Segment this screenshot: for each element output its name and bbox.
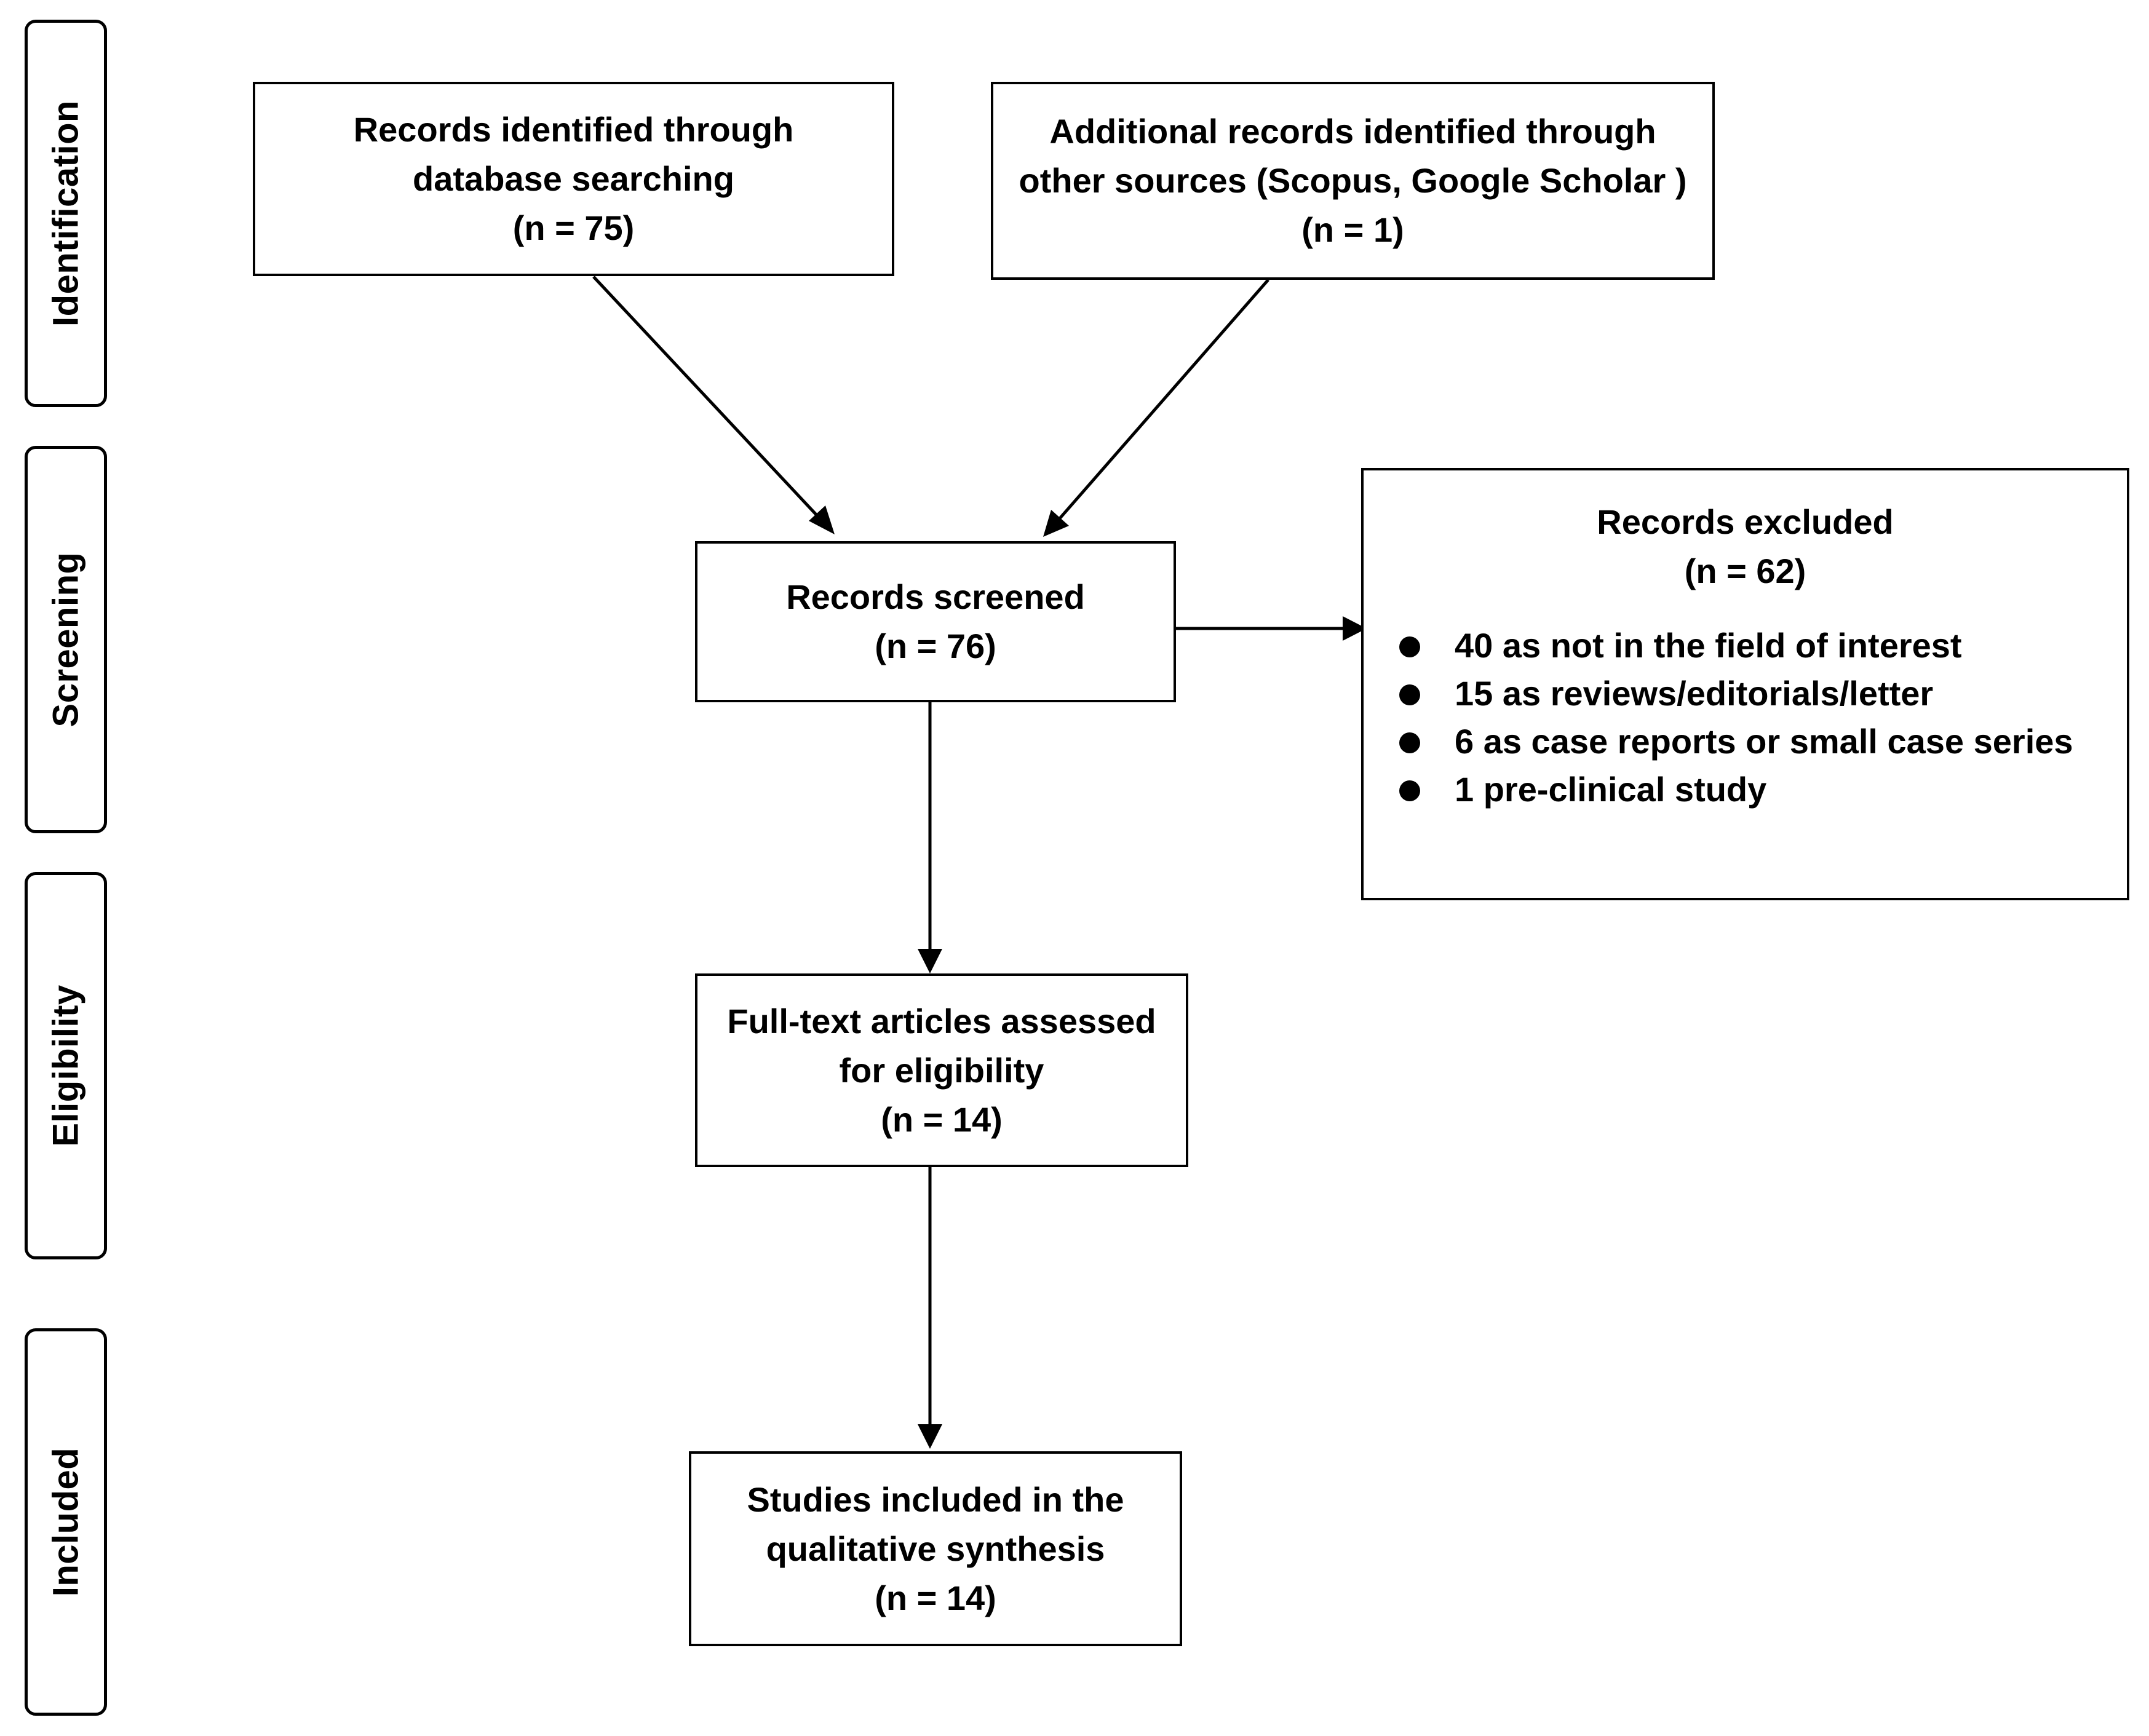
box-full-text-eligibility: Full-text articles assessed for eligibil… (695, 973, 1188, 1167)
eligibility-line1: Full-text articles assessed (727, 1001, 1156, 1040)
box-database-records: Records identified through database sear… (253, 82, 894, 276)
records-excluded-title: Records excluded (1597, 502, 1894, 541)
included-line2: qualitative synthesis (766, 1529, 1105, 1568)
eligibility-line2: for eligibility (839, 1050, 1044, 1090)
exclusion-reason: 1 pre-clinical study (1399, 766, 2127, 814)
database-records-line1: Records identified through (353, 110, 794, 149)
stage-screening: Screening (25, 446, 107, 833)
records-screened-count: (n = 76) (875, 627, 996, 665)
bullet-icon (1399, 732, 1420, 753)
other-sources-line1: Additional records identified through (1049, 112, 1656, 151)
records-excluded-count: (n = 62) (1684, 552, 1806, 590)
exclusion-reason: 40 as not in the field of interest (1399, 622, 2127, 670)
included-count: (n = 14) (875, 1578, 996, 1617)
stage-identification: Identification (25, 20, 107, 407)
exclusion-reason: 15 as reviews/editorials/letter (1399, 670, 2127, 718)
database-records-count: (n = 75) (512, 208, 635, 247)
database-records-line2: database searching (413, 159, 734, 198)
arrow-eligibility-to-included (918, 1166, 942, 1449)
arrow-database-to-screened (592, 275, 835, 534)
stage-eligibility: Eligibility (25, 872, 107, 1259)
arrow-other-to-screened (1043, 279, 1269, 537)
arrow-screened-to-excluded (1175, 616, 1367, 641)
box-other-sources: Additional records identified through ot… (991, 82, 1715, 280)
eligibility-count: (n = 14) (881, 1100, 1003, 1139)
bullet-icon (1399, 780, 1420, 801)
box-records-excluded: Records excluded (n = 62) 40 as not in t… (1361, 468, 2129, 900)
other-sources-line2: other sources (Scopus, Google Scholar ) (1019, 161, 1687, 200)
exclusion-reason-text: 15 as reviews/editorials/letter (1455, 674, 1934, 713)
records-excluded-header: Records excluded (n = 62) (1364, 497, 2127, 596)
other-sources-count: (n = 1) (1301, 210, 1404, 249)
exclusion-reason-text: 1 pre-clinical study (1455, 770, 1767, 809)
exclusion-reason: 6 as case reports or small case series (1399, 718, 2127, 766)
stage-included: Included (25, 1328, 107, 1716)
exclusion-reason-text: 6 as case reports or small case series (1455, 722, 2073, 761)
box-studies-included: Studies included in the qualitative synt… (689, 1451, 1182, 1646)
arrow-screened-to-eligibility (918, 702, 942, 973)
records-screened-label: Records screened (786, 577, 1085, 616)
bullet-icon (1399, 636, 1420, 657)
box-records-screened: Records screened (n = 76) (695, 541, 1176, 702)
bullet-icon (1399, 684, 1420, 705)
exclusion-reasons-list: 40 as not in the field of interest 15 as… (1364, 622, 2127, 814)
exclusion-reason-text: 40 as not in the field of interest (1455, 626, 1962, 665)
included-line1: Studies included in the (747, 1480, 1124, 1519)
